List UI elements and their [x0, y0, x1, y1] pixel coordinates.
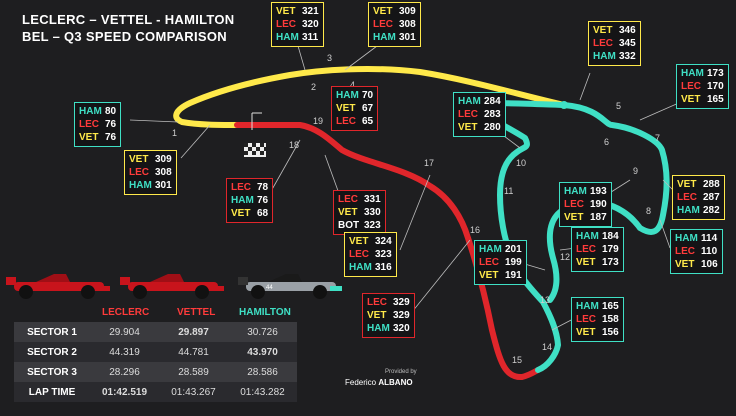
- turn-label: 5: [616, 101, 622, 111]
- turn-label: 6: [604, 137, 610, 147]
- table-row: LAP TIME 01:42.519 01:43.267 01:43.282: [14, 382, 297, 402]
- car-number: 44: [266, 285, 273, 291]
- turn-label: 8: [646, 206, 652, 216]
- turn-label: 18: [289, 140, 300, 150]
- sector-marker: [560, 101, 568, 109]
- turn-label: 11: [504, 186, 514, 196]
- turn-label: 17: [424, 158, 435, 168]
- table-row: SECTOR 2 44.319 44.781 43.970: [14, 342, 297, 362]
- turn-label: 1: [172, 128, 178, 138]
- turn-label: 16: [470, 225, 481, 235]
- times-table: SECTOR 1 29.904 29.897 30.726 SECTOR 2 4…: [14, 322, 297, 402]
- turn-label: 10: [516, 158, 527, 168]
- table-row: SECTOR 3 28.296 28.589 28.586: [14, 362, 297, 382]
- track-sector-red: [234, 122, 541, 380]
- ferrari-car-icon: [120, 274, 224, 299]
- col-header-leclerc: LECLERC: [102, 307, 150, 318]
- turn-label: 13: [540, 295, 551, 305]
- col-header-vettel: VETTEL: [177, 307, 216, 318]
- turn-label: 14: [542, 342, 553, 352]
- turn-label: 3: [327, 53, 333, 63]
- credit-provided-by: Provided by: [385, 369, 417, 375]
- checkered-flag-icon: [244, 112, 266, 157]
- turn-label: 19: [313, 116, 324, 126]
- credit-author: Federico ALBANO: [345, 378, 413, 387]
- chart-title: LECLERC – VETTEL - HAMILTON: [22, 12, 235, 27]
- turn-label: 9: [633, 166, 639, 176]
- col-header-hamilton: HAMILTON: [239, 307, 291, 318]
- turn-label: 12: [560, 252, 571, 262]
- turn-label: 4: [350, 80, 356, 90]
- turn-label: 7: [655, 133, 661, 143]
- mercedes-car-icon: 44: [238, 274, 342, 299]
- table-row: SECTOR 1 29.904 29.897 30.726: [14, 322, 297, 342]
- chart-subtitle: BEL – Q3 SPEED COMPARISON: [22, 29, 227, 44]
- turn-label: 15: [512, 355, 523, 365]
- turn-label: 2: [311, 82, 317, 92]
- ferrari-car-icon: [6, 274, 110, 299]
- track-sector-yellow: [173, 66, 567, 128]
